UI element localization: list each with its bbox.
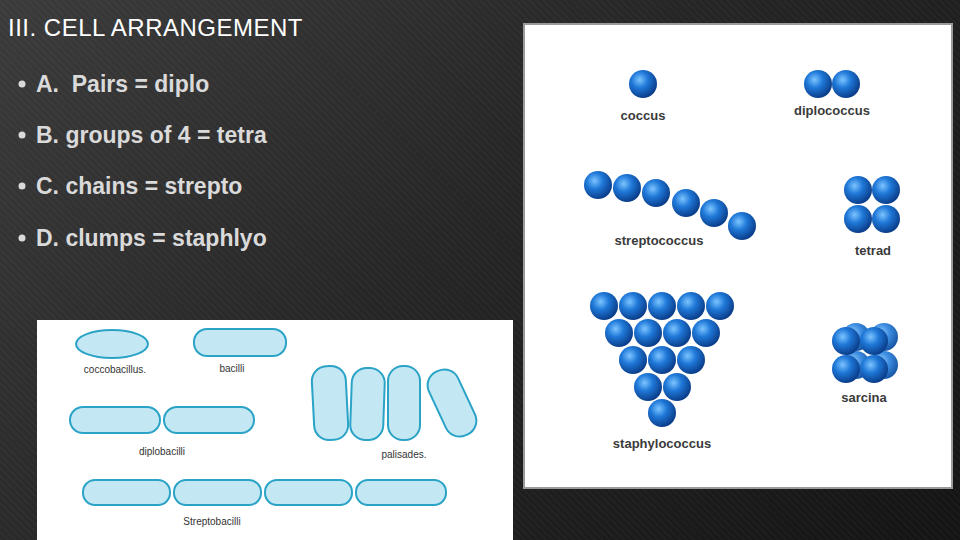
rod-cell (423, 365, 482, 442)
rod-cell (388, 366, 420, 440)
coccus-cell (619, 292, 647, 320)
bullet-dot (19, 81, 26, 88)
coccus-cell (844, 205, 872, 233)
rod-cell (164, 407, 254, 433)
rod-cell (265, 480, 352, 505)
bullet-dot (19, 183, 26, 190)
coccus-cell (677, 346, 705, 374)
coccus-cell (642, 179, 670, 207)
rod-cell (174, 480, 261, 505)
coccus-cell (728, 212, 756, 240)
coccus-cell (677, 292, 705, 320)
coccus-cell (804, 70, 832, 98)
figure-label: staphylococcus (613, 437, 711, 452)
rod-cell (194, 329, 286, 356)
coccus-cell (672, 189, 700, 217)
rod-cell (83, 480, 170, 505)
figure-label: sarcina (841, 391, 887, 406)
coccus-cell (619, 346, 647, 374)
coccus-cell (692, 319, 720, 347)
bullet-dot (19, 132, 26, 139)
coccus-cell (648, 346, 676, 374)
coccus-cell (648, 399, 676, 427)
coccus-cell (860, 327, 888, 355)
rod-cell (356, 480, 446, 505)
bullet-point: D. clumps = staphlyo (36, 225, 267, 251)
rod-cell (76, 330, 148, 358)
coccus-cell (613, 174, 641, 202)
coccus-cell (872, 176, 900, 204)
figure-label: diplococcus (794, 104, 870, 119)
coccus-cell (844, 176, 872, 204)
bullet-point: A. Pairs = diplo (36, 71, 209, 97)
bacilli-panel (37, 320, 513, 540)
cocci-panel (524, 24, 952, 488)
coccus-cell (832, 70, 860, 98)
coccus-cell (860, 355, 888, 383)
figure-label: tetrad (855, 244, 891, 259)
coccus-cell (605, 319, 633, 347)
figure-label: coccobacillus. (84, 364, 146, 376)
coccus-cell (584, 171, 612, 199)
figure-label: Streptobacilli (183, 516, 240, 528)
figure-label: bacilli (219, 363, 244, 375)
coccus-cell (648, 292, 676, 320)
bullet-point: B. groups of 4 = tetra (36, 122, 267, 148)
coccus-cell (832, 327, 860, 355)
coccus-cell (634, 373, 662, 401)
rod-cell (70, 407, 160, 433)
coccus-cell (590, 292, 618, 320)
figure-label: diplobacilli (139, 446, 185, 458)
coccus-cell (832, 355, 860, 383)
coccus-cell (872, 205, 900, 233)
slide-title: III. CELL ARRANGEMENT (8, 14, 303, 42)
rod-cell (350, 367, 385, 440)
rod-cell (311, 365, 349, 441)
coccus-cell (629, 70, 657, 98)
figure-label: palisades. (381, 449, 426, 461)
coccus-cell (634, 319, 662, 347)
bullet-point: C. chains = strepto (36, 173, 242, 199)
coccus-cell (663, 373, 691, 401)
coccus-cell (700, 199, 728, 227)
coccus-cell (706, 292, 734, 320)
bullet-dot (19, 235, 26, 242)
figure-label: coccus (621, 109, 666, 124)
figure-label: streptococcus (615, 234, 704, 249)
coccus-cell (663, 319, 691, 347)
